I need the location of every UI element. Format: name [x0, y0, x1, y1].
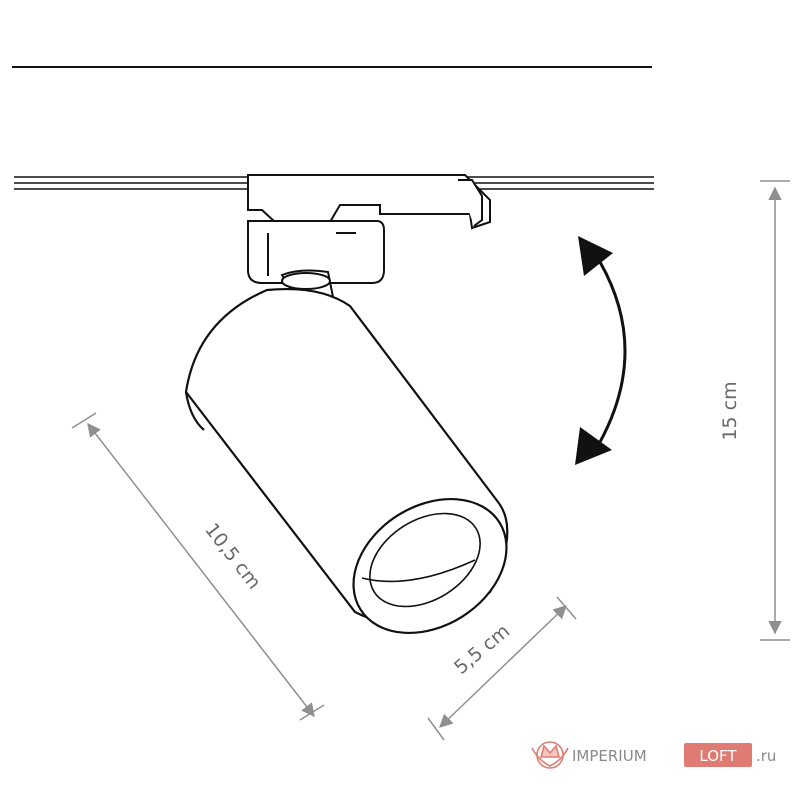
- watermark-loft-text: LOFT: [699, 747, 737, 765]
- track-adapter: [247, 174, 491, 308]
- diameter-label: 5,5 cm: [450, 620, 514, 679]
- length-dimension: [71, 412, 325, 721]
- watermark-domain: .ru: [756, 747, 776, 765]
- height-label: 15 cm: [719, 381, 741, 440]
- height-dimension: [760, 180, 790, 641]
- curved-double-arrow-icon: [575, 236, 627, 465]
- spotlight-body: [184, 287, 509, 635]
- crown-logo-icon: [531, 741, 569, 769]
- watermark-brand-part1: IMPERIUM: [572, 747, 647, 765]
- diameter-dimension: [427, 596, 577, 741]
- watermark-brand: IMPERIUM: [572, 747, 647, 765]
- watermark: IMPERIUM LOFT .ru: [531, 741, 776, 769]
- watermark-loft-badge: [684, 743, 752, 767]
